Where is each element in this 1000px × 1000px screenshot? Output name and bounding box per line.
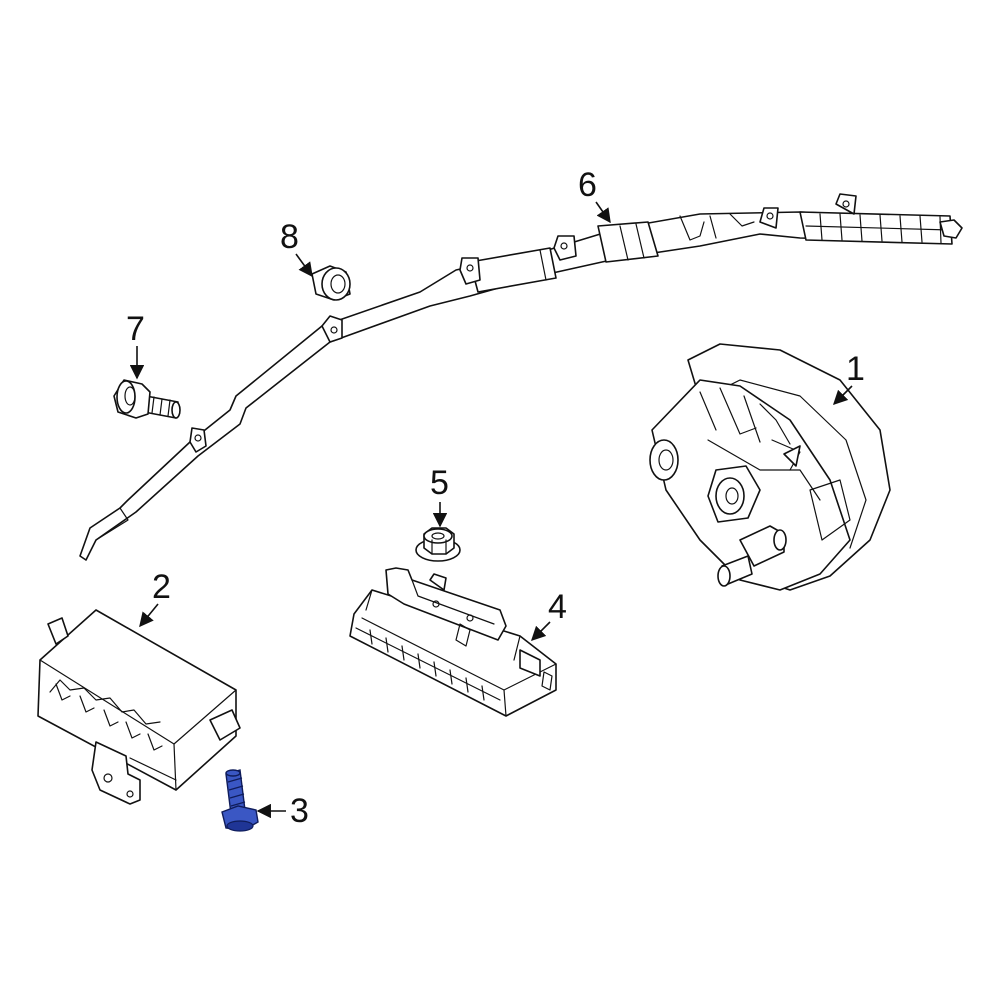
callout-2: 2: [139, 568, 171, 628]
callout-number-2: 2: [152, 568, 171, 606]
callout-number-8: 8: [280, 218, 299, 256]
callout-number-6: 6: [578, 166, 597, 204]
callout-5: 5: [430, 464, 449, 528]
passenger-airbag-drawing: [37, 609, 241, 805]
callout-6: 6: [578, 166, 611, 224]
callout-number-4: 4: [548, 588, 567, 626]
callout-number-1: 1: [846, 350, 865, 388]
callout-number-7: 7: [126, 310, 145, 348]
callout-number-5: 5: [430, 464, 449, 502]
stud-bolt-drawing: [113, 379, 181, 419]
knee-airbag-drawing: [349, 567, 557, 717]
callout-7: 7: [126, 310, 145, 380]
callout-4: 4: [530, 588, 567, 642]
flange-nut-drawing: [415, 527, 461, 562]
callout-8: 8: [280, 218, 313, 278]
callout-1: 1: [832, 350, 865, 406]
curtain-airbag-drawing: [79, 193, 963, 561]
clip-grommet-drawing: [311, 265, 351, 301]
steering-airbag-drawing: [649, 343, 891, 591]
callout-3: 3: [256, 792, 309, 830]
callout-number-3: 3: [290, 792, 309, 830]
mounting-bolt-drawing: [221, 769, 259, 832]
